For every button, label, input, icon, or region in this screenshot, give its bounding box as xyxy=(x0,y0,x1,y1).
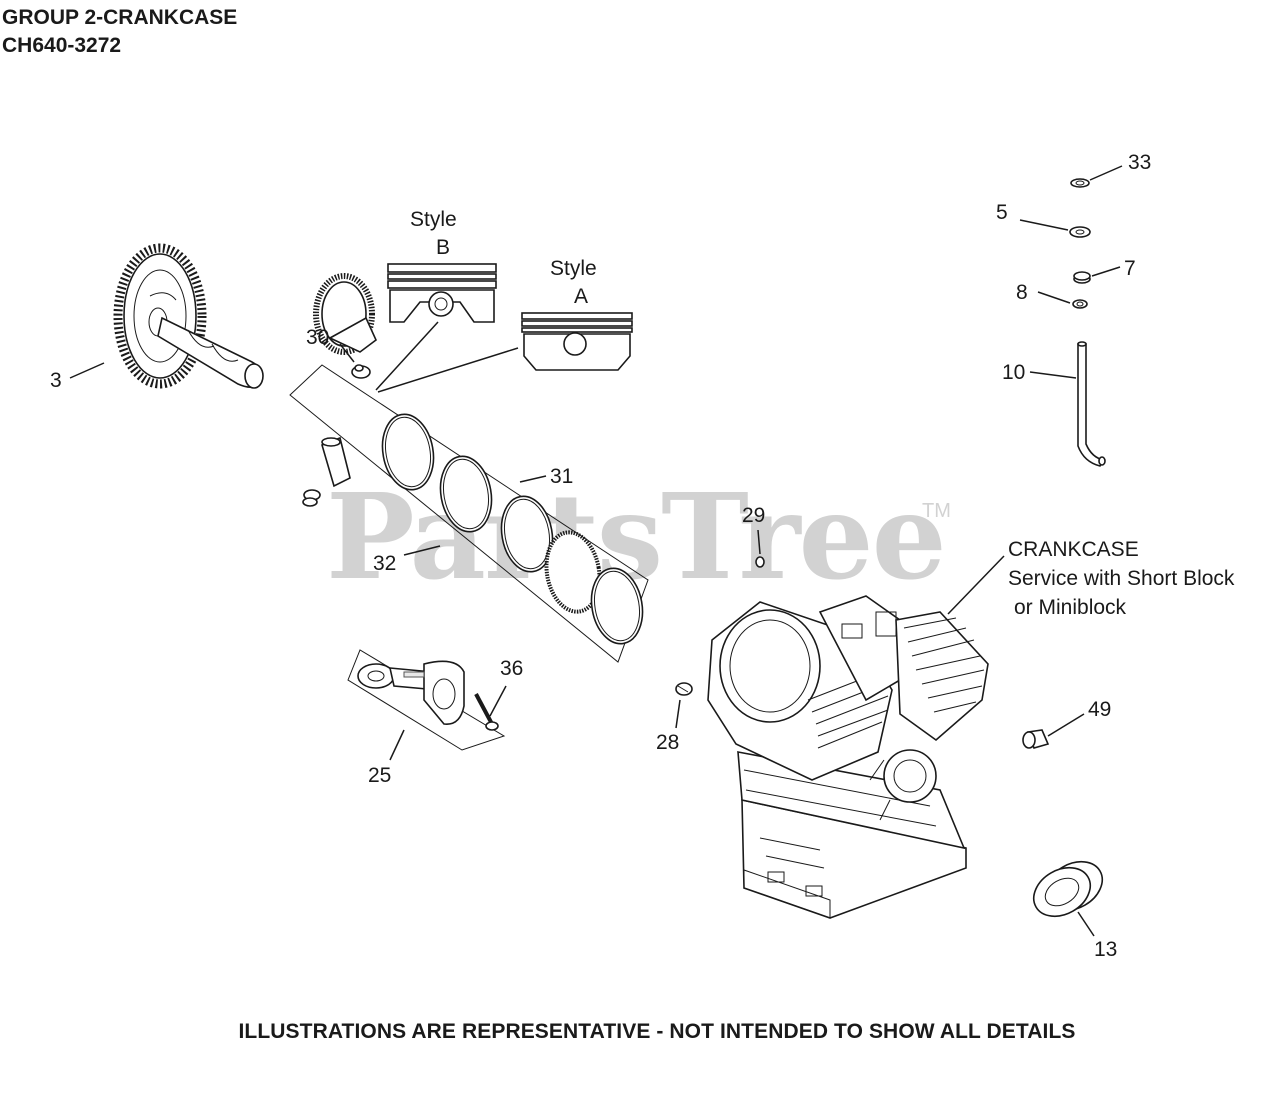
callout-3[interactable]: 3 xyxy=(50,369,62,392)
part-49-plug[interactable] xyxy=(1022,729,1050,749)
callout-25[interactable]: 25 xyxy=(368,764,391,787)
callout-31[interactable]: 31 xyxy=(550,465,573,488)
disclaimer-footer: ILLUSTRATIONS ARE REPRESENTATIVE - NOT I… xyxy=(238,1020,1076,1043)
callout-49[interactable]: 49 xyxy=(1088,698,1111,721)
callout-8[interactable]: 8 xyxy=(1016,281,1028,304)
part-5-washer[interactable] xyxy=(1069,226,1091,238)
callout-10[interactable]: 10 xyxy=(1002,361,1025,384)
rod-kit-frame xyxy=(347,649,506,751)
partstree-watermark: PartsTree xyxy=(326,467,947,606)
part-7-seal[interactable] xyxy=(1073,271,1091,284)
style-a-letter: A xyxy=(574,285,588,308)
callout-29[interactable]: 29 xyxy=(742,504,765,527)
piston-style-a[interactable] xyxy=(521,312,633,371)
style-a-word: Style xyxy=(550,257,597,280)
callout-28[interactable]: 28 xyxy=(656,731,679,754)
diagram-model-number: CH640-3272 xyxy=(2,34,122,57)
crankcase-label: CRANKCASE xyxy=(1008,538,1139,561)
part-31-piston-rings[interactable] xyxy=(377,410,558,576)
trademark-mark: TM xyxy=(922,500,951,522)
part-25-connecting-rod[interactable] xyxy=(357,660,465,725)
part-33-cap[interactable] xyxy=(1070,178,1090,188)
style-b-letter: B xyxy=(436,236,450,259)
callout-32[interactable]: 32 xyxy=(373,552,396,575)
callout-36[interactable]: 36 xyxy=(500,657,523,680)
part-32-oil-ring[interactable] xyxy=(540,528,648,648)
part-13-oil-seal[interactable] xyxy=(1025,852,1111,926)
callout-30[interactable]: 30 xyxy=(306,326,329,349)
part-3-camshaft[interactable] xyxy=(113,243,264,389)
part-30-clip[interactable] xyxy=(354,364,364,372)
diagram-group-title: GROUP 2-CRANKCASE xyxy=(2,6,238,29)
pin-clip[interactable] xyxy=(302,497,318,507)
crankcase-service-note: Service with Short Block xyxy=(1008,567,1235,590)
piston-kit-frame xyxy=(289,364,649,663)
callout-13[interactable]: 13 xyxy=(1094,938,1117,961)
piston-assembly[interactable] xyxy=(313,273,377,379)
crankcase-block[interactable] xyxy=(707,595,989,919)
part-10-tube[interactable] xyxy=(1077,341,1106,467)
wrist-pin[interactable] xyxy=(321,436,351,488)
part-29-plug[interactable] xyxy=(755,556,765,568)
callout-5[interactable]: 5 xyxy=(996,201,1008,224)
callout-7[interactable]: 7 xyxy=(1124,257,1136,280)
part-8-ring[interactable] xyxy=(1072,299,1088,309)
piston-style-b[interactable] xyxy=(387,263,497,323)
part-28-dowel-pin[interactable] xyxy=(675,682,693,696)
crankcase-miniblock-note: or Miniblock xyxy=(1014,596,1127,619)
part-36-rod-bolt[interactable] xyxy=(474,693,499,731)
style-b-word: Style xyxy=(410,208,457,231)
callout-33[interactable]: 33 xyxy=(1128,151,1151,174)
